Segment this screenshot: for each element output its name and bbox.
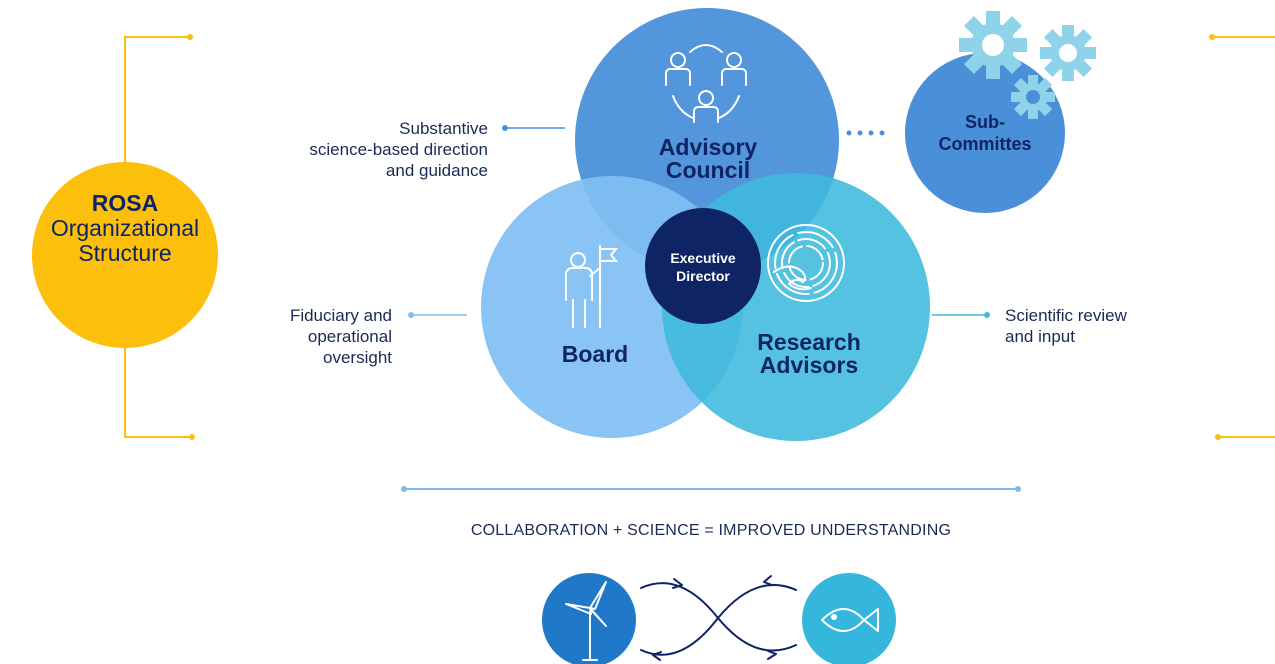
wind-turbine-icon bbox=[565, 581, 607, 661]
executive-director-circle bbox=[645, 208, 761, 324]
research-label-line1: Research bbox=[757, 329, 861, 355]
subcommittes-label-line1: Sub- bbox=[965, 112, 1005, 132]
research-annotation: Scientific review and input bbox=[1005, 305, 1205, 347]
board-annotation-line1: Fiduciary and bbox=[289, 306, 392, 325]
rosa-circle bbox=[32, 162, 218, 348]
executive-label-line1: Executive bbox=[670, 250, 736, 266]
spiral-wave-icon bbox=[767, 224, 845, 302]
bracket-dot-bottom bbox=[189, 434, 195, 440]
advisory-annotation-line2: science-based direction bbox=[309, 140, 488, 159]
subcommittes-label-line2: Committes bbox=[938, 134, 1032, 154]
subcommittes-label: Sub- Committes bbox=[915, 111, 1055, 155]
fish-circle bbox=[802, 573, 896, 664]
right-bracket-dot-top bbox=[1209, 34, 1215, 40]
people-group-icon bbox=[665, 44, 747, 123]
rosa-title: ROSA bbox=[91, 190, 159, 216]
rosa-title-block: ROSA Organizational Structure bbox=[32, 191, 218, 265]
research-annotation-line2: and input bbox=[1005, 327, 1075, 346]
board-annotation: Fiduciary and operational oversight bbox=[232, 305, 392, 368]
board-annotation-line2: operational bbox=[307, 327, 392, 346]
right-bracket bbox=[1212, 36, 1275, 438]
rosa-subtitle-line2: Structure bbox=[78, 239, 172, 266]
research-advisors-label: Research Advisors bbox=[729, 329, 889, 379]
advisory-label-line1: Advisory bbox=[658, 134, 758, 160]
gear-icon bbox=[959, 11, 1096, 119]
advisory-annotation-line3: and guidance bbox=[385, 161, 488, 180]
advisory-annotation: Substantive science-based direction and … bbox=[262, 118, 488, 181]
right-bracket-dot-bottom bbox=[1215, 434, 1221, 440]
research-label-line2: Advisors bbox=[759, 352, 859, 379]
board-label: Board bbox=[540, 341, 650, 367]
person-flag-icon bbox=[565, 245, 619, 328]
fish-icon bbox=[821, 608, 879, 632]
bracket-dot-top bbox=[187, 34, 193, 40]
rosa-subtitle-line1: Organizational bbox=[50, 214, 200, 241]
left-bracket bbox=[124, 36, 192, 438]
research-annotation-line1: Scientific review bbox=[1005, 306, 1127, 325]
board-label-text: Board bbox=[561, 341, 629, 367]
infinity-arrows-icon bbox=[640, 575, 797, 661]
dotted-connector bbox=[846, 130, 885, 136]
executive-label-line2: Director bbox=[676, 268, 730, 284]
executive-director-label: Executive Director bbox=[653, 249, 753, 285]
advisory-label-line2: Council bbox=[665, 157, 751, 184]
advisory-annotation-line1: Substantive bbox=[399, 119, 488, 138]
board-annotation-line3: oversight bbox=[323, 348, 392, 367]
tagline: COLLABORATION + SCIENCE = IMPROVED UNDER… bbox=[470, 522, 952, 539]
advisory-council-label: Advisory Council bbox=[627, 134, 789, 184]
